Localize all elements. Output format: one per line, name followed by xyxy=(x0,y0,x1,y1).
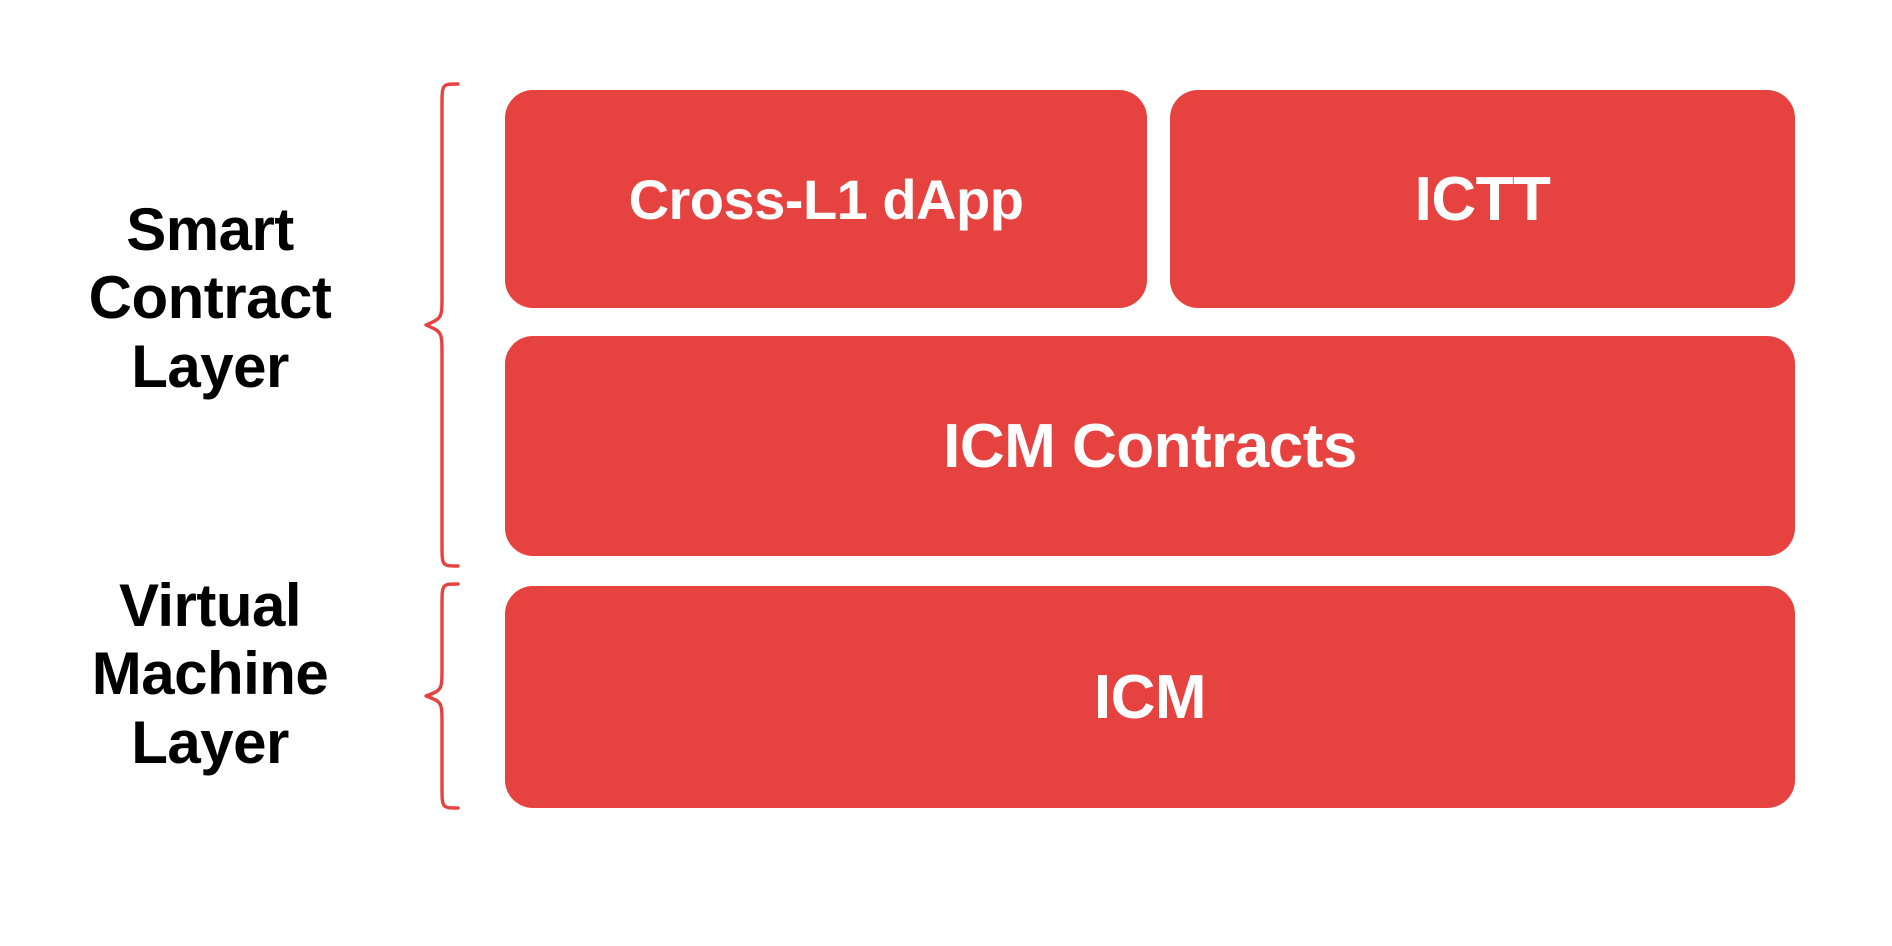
box-ictt-label: ICTT xyxy=(1414,164,1551,234)
layer-label-virtual-machine: Virtual Machine Layer xyxy=(91,572,329,776)
layer-label-smart-contract: Smart Contract Layer xyxy=(88,196,332,400)
curly-brace-smart-contract-icon xyxy=(424,82,460,568)
curly-brace-virtual-machine-icon xyxy=(424,582,460,810)
box-icm-contracts-label: ICM Contracts xyxy=(943,411,1357,481)
box-cross-l1-dapp-label: Cross-L1 dApp xyxy=(628,167,1024,231)
box-icm-contracts[interactable]: ICM Contracts xyxy=(505,336,1795,556)
box-icm[interactable]: ICM xyxy=(505,586,1795,808)
box-icm-label: ICM xyxy=(1093,662,1207,732)
box-cross-l1-dapp[interactable]: Cross-L1 dApp xyxy=(505,90,1147,308)
box-ictt[interactable]: ICTT xyxy=(1170,90,1795,308)
